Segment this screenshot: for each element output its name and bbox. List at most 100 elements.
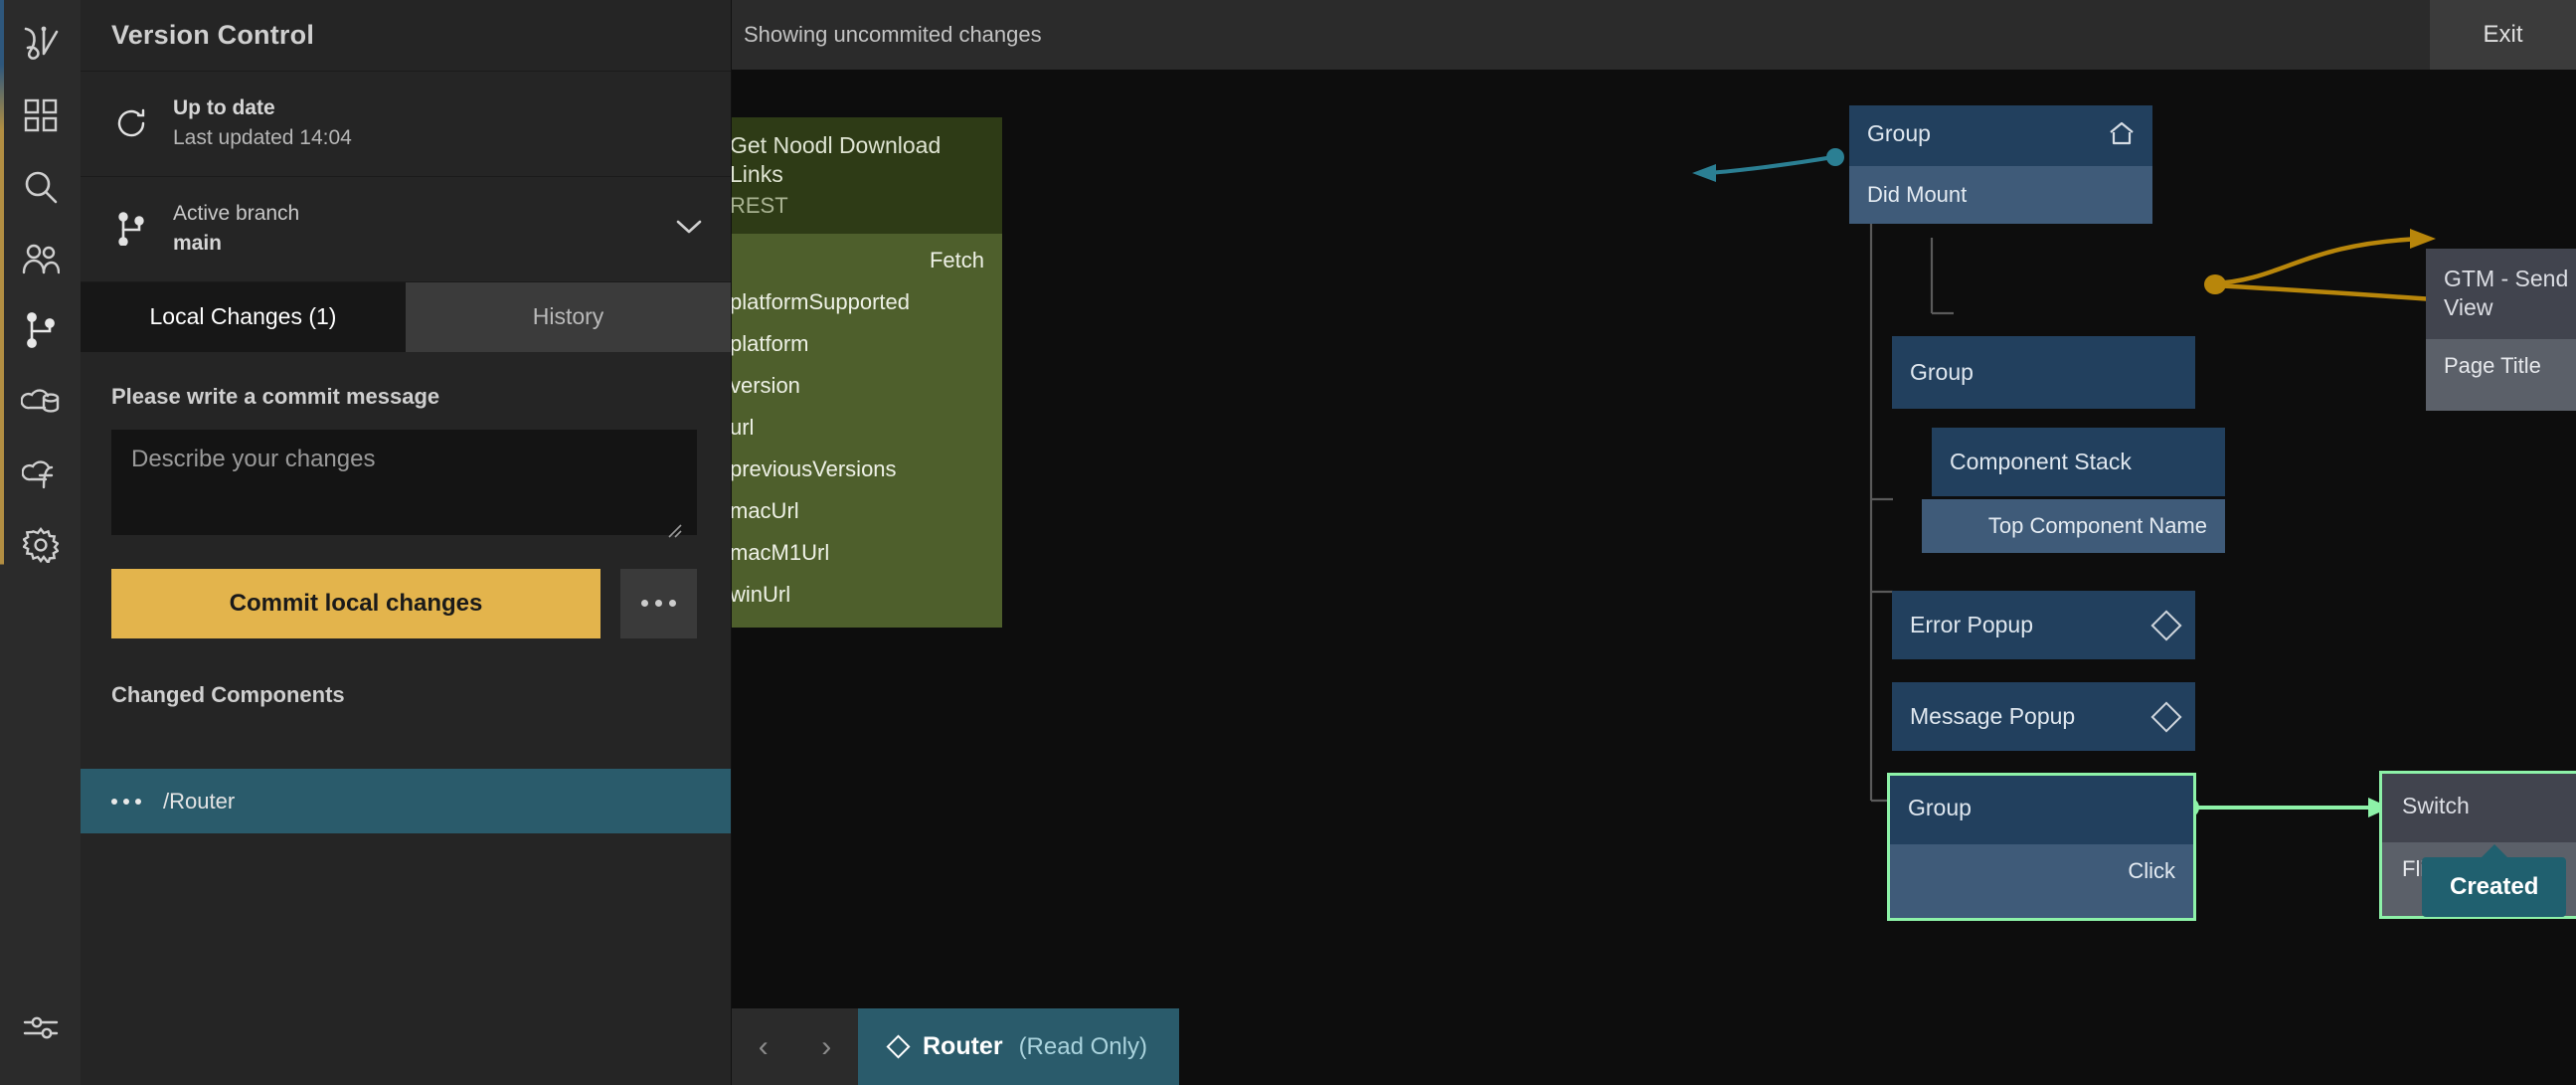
port-row[interactable]: winUrl bbox=[732, 574, 1002, 628]
tab-history[interactable]: History bbox=[406, 281, 731, 352]
home-icon bbox=[2109, 121, 2135, 152]
port-row[interactable]: platform bbox=[732, 323, 1002, 365]
changed-components-list: /Router bbox=[81, 769, 731, 833]
node-body: Did Mount bbox=[1849, 166, 2152, 225]
node-header: GTM - Send Page View bbox=[2426, 249, 2576, 339]
active-branch-label: Active branch bbox=[173, 201, 300, 225]
node-title: Switch bbox=[2402, 793, 2470, 818]
node-group-root[interactable]: Group Did Mount bbox=[1849, 105, 2152, 225]
port-previousversions: previousVersions bbox=[732, 456, 897, 482]
node-subtitle: REST bbox=[732, 192, 788, 218]
node-error-popup[interactable]: Error Popup bbox=[1892, 591, 2195, 660]
cloud-functions-icon[interactable] bbox=[0, 438, 81, 509]
version-control-branch-icon[interactable] bbox=[0, 294, 81, 366]
nav-next-button[interactable]: › bbox=[821, 1029, 832, 1063]
nav-arrows: ‹ › bbox=[732, 1008, 858, 1085]
port-row[interactable]: url bbox=[732, 407, 1002, 449]
node-group-click[interactable]: Group Click bbox=[1887, 772, 2196, 922]
node-component-stack[interactable]: Component Stack bbox=[1932, 428, 2225, 497]
node-body: Click bbox=[1890, 844, 2193, 919]
port-row[interactable]: Page Title Send bbox=[2426, 339, 2576, 411]
node-title: Error Popup bbox=[1910, 612, 2034, 637]
node-title: Get Noodl Download Links bbox=[732, 132, 942, 188]
node-group-2[interactable]: Group bbox=[1892, 336, 2195, 410]
more-options-button[interactable] bbox=[620, 568, 697, 638]
sync-status-title: Up to date bbox=[173, 96, 275, 119]
connection-click-flip bbox=[2179, 798, 2390, 817]
node-title: Group bbox=[1867, 120, 1931, 146]
gear-icon[interactable] bbox=[0, 509, 81, 581]
search-icon[interactable] bbox=[0, 151, 81, 223]
port-row[interactable]: Click bbox=[1890, 844, 2193, 918]
port-macm1url: macM1Url bbox=[732, 540, 830, 566]
active-branch-row[interactable]: Active branch main bbox=[81, 177, 731, 282]
nav-prev-button[interactable]: ‹ bbox=[758, 1029, 769, 1063]
active-branch-name: main bbox=[173, 232, 223, 256]
changed-component-name: /Router bbox=[163, 788, 236, 814]
noodl-logo-icon[interactable] bbox=[0, 8, 81, 80]
node-header: Group bbox=[1890, 776, 2193, 845]
exit-button[interactable]: Exit bbox=[2430, 0, 2576, 70]
port-row[interactable]: macUrl bbox=[732, 490, 1002, 532]
connections-layer bbox=[1692, 148, 2576, 817]
row-menu-icon[interactable] bbox=[111, 798, 141, 805]
chevron-down-icon[interactable] bbox=[675, 218, 703, 241]
node-header: Group bbox=[1892, 336, 2195, 410]
diamond-icon bbox=[886, 1034, 911, 1059]
uncommitted-changes-label: Showing uncommited changes bbox=[744, 22, 1042, 47]
node-title: Group bbox=[1910, 359, 1974, 385]
changed-components-title: Changed Components bbox=[111, 681, 345, 707]
commit-local-changes-button[interactable]: Commit local changes bbox=[111, 568, 601, 638]
node-title: Component Stack bbox=[1950, 449, 2132, 474]
commit-actions: Commit local changes bbox=[111, 568, 697, 638]
sync-status-subtitle: Last updated 14:04 bbox=[173, 126, 352, 150]
diamond-icon bbox=[2150, 701, 2182, 733]
port-row[interactable]: Fetch bbox=[732, 234, 1002, 281]
panel-tabs: Local Changes (1) History bbox=[81, 281, 731, 352]
bottom-bar-filler bbox=[1178, 1008, 2576, 1085]
port-row[interactable]: macM1Url bbox=[732, 532, 1002, 574]
tab-local-changes[interactable]: Local Changes (1) bbox=[81, 281, 406, 352]
port-row[interactable]: version bbox=[732, 365, 1002, 407]
port-output-fetch: Fetch bbox=[929, 248, 984, 273]
sync-status-row[interactable]: Up to date Last updated 14:04 bbox=[81, 72, 731, 177]
port-row[interactable]: platformSupported bbox=[732, 281, 1002, 323]
refresh-icon bbox=[111, 106, 151, 140]
tab-router[interactable]: Router (Read Only) bbox=[858, 1008, 1179, 1085]
changed-component-router[interactable]: /Router bbox=[81, 769, 731, 833]
node-get-noodl-download-links[interactable]: Get Noodl Download Links REST Fetch plat… bbox=[732, 117, 1002, 629]
commit-message-input[interactable] bbox=[111, 429, 697, 535]
node-graph-canvas[interactable]: Get Noodl Download Links REST Fetch plat… bbox=[732, 70, 2576, 1085]
users-icon[interactable] bbox=[0, 223, 81, 294]
tab-router-name: Router bbox=[923, 1032, 1003, 1060]
node-gtm-send-page-view[interactable]: GTM - Send Page View Page Title Send bbox=[2426, 249, 2576, 411]
version-control-panel: Version Control Up to date Last updated … bbox=[81, 0, 732, 1085]
node-message-popup[interactable]: Message Popup bbox=[1892, 682, 2195, 752]
node-title: Group bbox=[1908, 795, 1972, 820]
port-row[interactable]: Top Component Name bbox=[1922, 499, 2225, 553]
connection-didmount-fetch bbox=[1692, 148, 1844, 182]
port-did-mount: Did Mount bbox=[1867, 182, 1968, 208]
port-row[interactable]: previousVersions bbox=[732, 449, 1002, 490]
components-grid-icon[interactable] bbox=[0, 80, 81, 151]
node-header: Component Stack bbox=[1932, 428, 2225, 497]
port-winurl: winUrl bbox=[732, 582, 791, 608]
node-header: Group bbox=[1849, 105, 2152, 167]
node-body: Fetch platformSupported platform version… bbox=[732, 234, 1002, 629]
top-bar: Showing uncommited changes Exit bbox=[732, 0, 2576, 70]
cloud-data-icon[interactable] bbox=[0, 366, 81, 438]
node-title: Message Popup bbox=[1910, 703, 2076, 729]
sliders-icon[interactable] bbox=[0, 992, 81, 1063]
bottom-bar: ‹ › Router (Read Only) bbox=[732, 1008, 2576, 1085]
node-header: Message Popup bbox=[1892, 682, 2195, 752]
port-version: version bbox=[732, 373, 800, 399]
commit-message-label: Please write a commit message bbox=[111, 383, 440, 409]
port-row[interactable]: Did Mount bbox=[1849, 166, 2152, 224]
node-title: GTM - Send Page View bbox=[2444, 266, 2576, 321]
diamond-icon bbox=[2150, 610, 2182, 641]
node-header: Switch bbox=[2382, 774, 2576, 843]
port-top-component-name: Top Component Name bbox=[1987, 513, 2207, 538]
node-component-stack-body[interactable]: Top Component Name bbox=[1922, 499, 2225, 553]
rail-accent-stripe bbox=[0, 0, 4, 1085]
